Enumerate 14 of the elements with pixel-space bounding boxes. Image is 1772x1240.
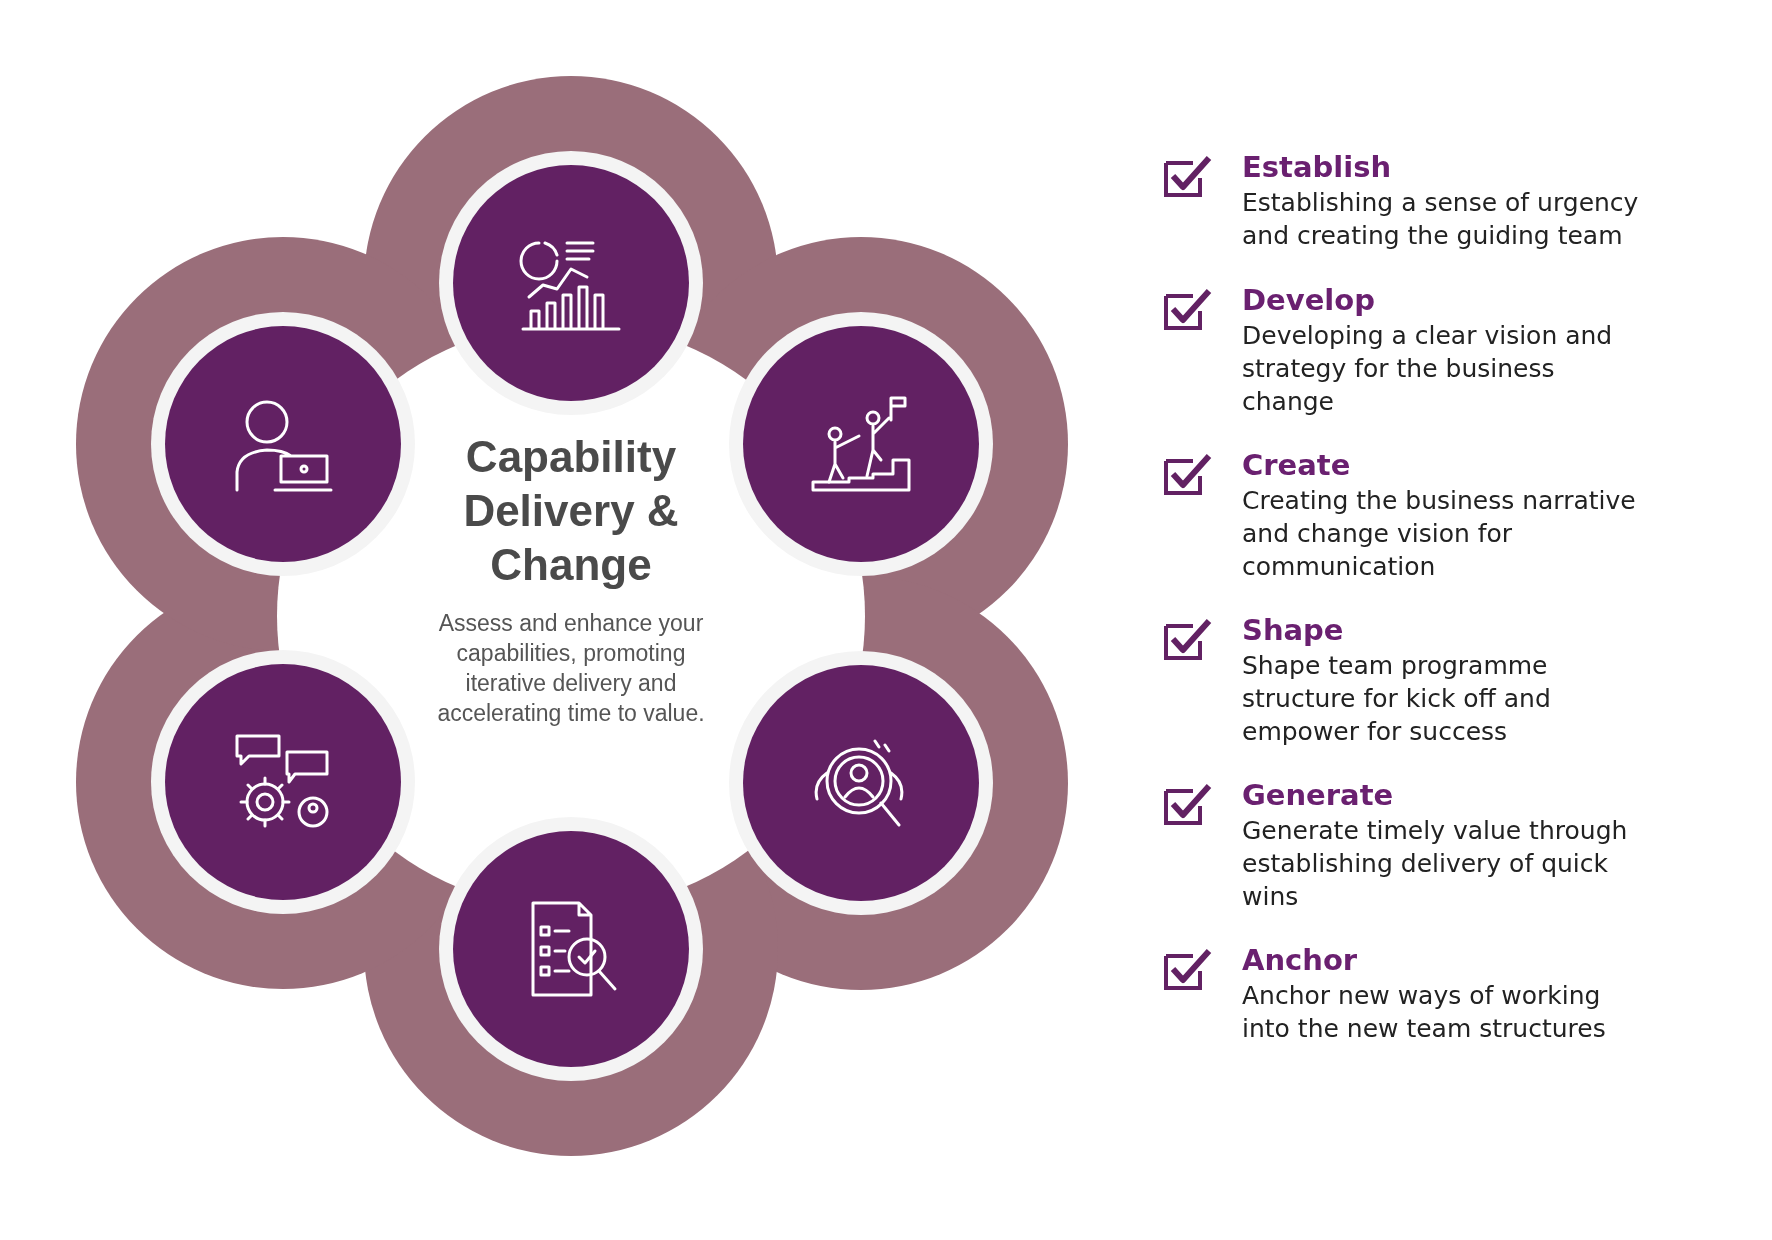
step-description: Shape team programme structure for kick off and empower for success (1242, 650, 1552, 748)
center-title: Capability Delivery & Change (462, 431, 680, 591)
step-heading: Shape (1242, 613, 1344, 647)
center-description: Assess and enhance your capabilities, promoting iterative delivery and accelerating time to value. (436, 609, 706, 728)
step-heading: Generate (1242, 778, 1394, 812)
step-description: Generate timely value through establishing delivery of quick wins (1242, 815, 1629, 913)
step-heading: Establish (1242, 150, 1392, 184)
step-description: Creating the business narrative and change vision for communication (1242, 485, 1637, 583)
step-description: Establishing a sense of urgency and creating the guiding team (1242, 187, 1640, 252)
step-description: Anchor new ways of working into the new team structures (1242, 980, 1607, 1045)
step-heading: Create (1242, 448, 1351, 482)
step-description: Developing a clear vision and strategy for the business change (1242, 320, 1614, 418)
step-heading: Develop (1242, 283, 1375, 317)
step-heading: Anchor (1242, 943, 1358, 977)
